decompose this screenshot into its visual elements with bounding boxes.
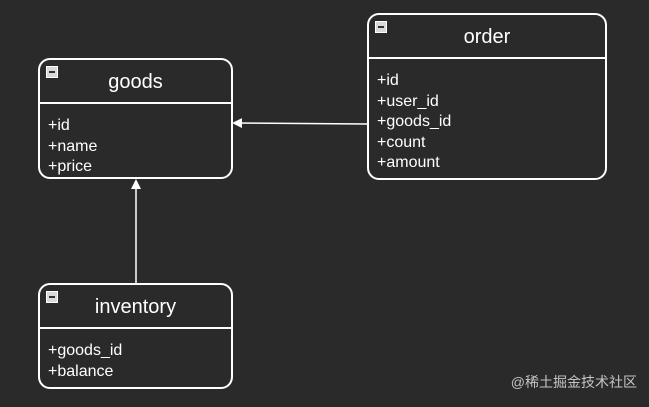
entity-order[interactable]: order +id +user_id +goods_id +count +amo… — [367, 13, 607, 180]
entity-field: +count — [377, 133, 426, 151]
entity-goods[interactable]: goods +id +name +price — [38, 58, 233, 179]
entity-field: +balance — [48, 362, 114, 380]
collapse-icon[interactable] — [46, 291, 58, 303]
entity-inventory[interactable]: inventory +goods_id +balance — [38, 283, 233, 389]
entity-header: goods — [40, 60, 231, 104]
entity-field: +amount — [377, 154, 440, 171]
entity-field: +goods_id — [48, 342, 123, 359]
entity-title: order — [463, 26, 511, 48]
order-to-goods-relation-line — [232, 118, 368, 129]
entity-field: +name — [48, 137, 98, 155]
entity-field: +goods_id — [377, 113, 452, 130]
collapse-icon[interactable] — [46, 66, 58, 78]
entity-title: inventory — [94, 296, 177, 318]
entity-fields: +goods_id +balance — [40, 329, 231, 382]
entity-fields: +id +user_id +goods_id +count +amount — [369, 59, 605, 174]
entity-field: +price — [48, 158, 93, 175]
entity-title: goods — [108, 71, 163, 93]
entity-header: order — [369, 15, 605, 59]
collapse-icon[interactable] — [375, 21, 387, 33]
entity-field: +id — [377, 72, 399, 89]
entity-fields: +id +name +price — [40, 104, 231, 178]
entity-field: +user_id — [377, 92, 439, 110]
entity-field: +id — [48, 117, 70, 134]
watermark: @稀土掘金技术社区 — [510, 374, 637, 390]
entity-header: inventory — [40, 285, 231, 329]
